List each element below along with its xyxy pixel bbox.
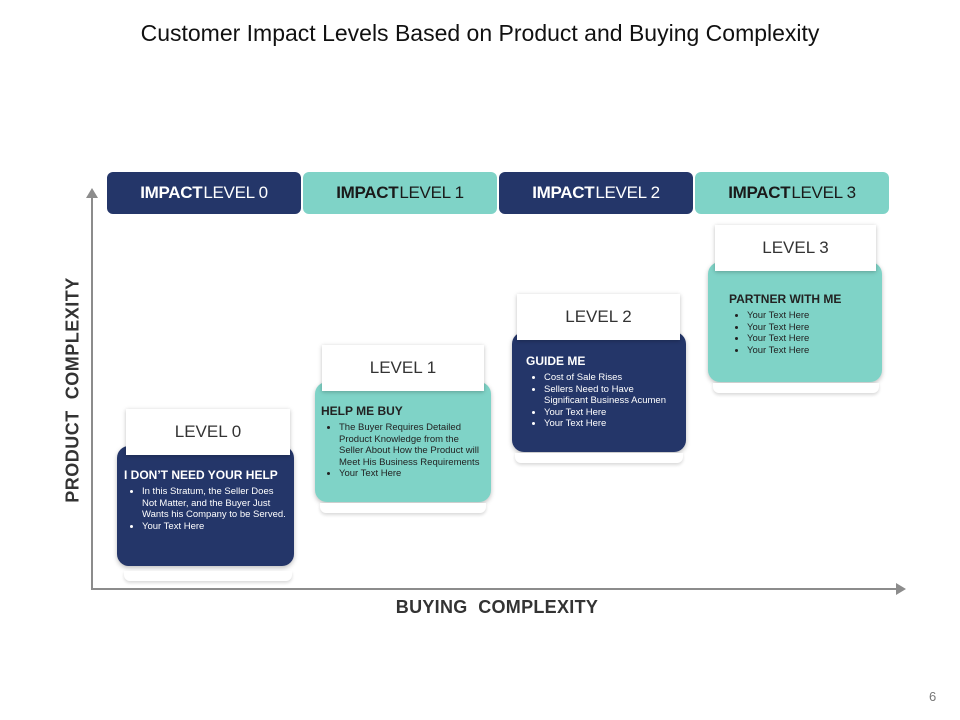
level-1-tab: LEVEL 1 (322, 345, 484, 391)
level-1-bullet-list: The Buyer Requires Detailed Product Know… (321, 422, 483, 480)
level-1-heading: HELP ME BUY (321, 404, 403, 418)
level-0-heading: I DON’T NEED YOUR HELP (124, 468, 278, 482)
level-2-card: GUIDE ME Cost of Sale Rises Sellers Need… (512, 332, 686, 452)
level-2-bullet-list: Cost of Sale Rises Sellers Need to Have … (526, 372, 678, 430)
level-3-heading: PARTNER WITH ME (729, 292, 842, 306)
level-0-label: LEVEL 0 (174, 422, 242, 441)
level-3-bullet: Your Text Here (747, 345, 874, 357)
level-2-bullet: Cost of Sale Rises (544, 372, 678, 384)
x-axis-label: BUYING COMPLEXITY (395, 597, 599, 617)
impact-level-0-number: LEVEL 0 (203, 183, 268, 202)
level-0-bullet-list: In this Stratum, the Seller Does Not Mat… (124, 486, 286, 532)
level-1-bullet: Your Text Here (339, 468, 483, 480)
x-axis-arrowhead (896, 583, 906, 595)
impact-level-0-bold: IMPACT (140, 183, 203, 202)
level-0-bullet: In this Stratum, the Seller Does Not Mat… (142, 486, 286, 521)
impact-level-1-bold: IMPACT (336, 183, 399, 202)
level-3-base (713, 383, 879, 393)
x-axis-line (91, 588, 897, 590)
level-3-label: LEVEL 3 (762, 238, 829, 257)
level-1-card: HELP ME BUY The Buyer Requires Detailed … (315, 382, 491, 502)
level-0-card: I DON’T NEED YOUR HELP In this Stratum, … (117, 446, 294, 566)
slide-title: Customer Impact Levels Based on Product … (140, 20, 820, 46)
impact-level-0-bar: IMPACT LEVEL 0 (107, 172, 301, 214)
impact-level-1-bar: IMPACT LEVEL 1 (303, 172, 497, 214)
page-number: 6 (929, 689, 937, 704)
level-2-base (515, 453, 683, 463)
impact-level-2-bar: IMPACT LEVEL 2 (499, 172, 693, 214)
impact-level-2-number: LEVEL 2 (595, 183, 660, 202)
level-2-tab: LEVEL 2 (517, 294, 680, 340)
level-2-bullet: Your Text Here (544, 407, 678, 419)
level-3-bullet-list: Your Text Here Your Text Here Your Text … (729, 310, 874, 356)
y-axis-line (91, 196, 93, 590)
level-0-base (124, 571, 292, 581)
level-3-bullet: Your Text Here (747, 333, 874, 345)
impact-level-3-bar: IMPACT LEVEL 3 (695, 172, 889, 214)
y-axis-arrowhead (86, 188, 98, 198)
level-1-base (320, 503, 486, 513)
impact-level-3-number: LEVEL 3 (791, 183, 856, 202)
level-0-tab: LEVEL 0 (126, 409, 290, 455)
level-3-card: PARTNER WITH ME Your Text Here Your Text… (708, 262, 882, 382)
level-2-heading: GUIDE ME (526, 354, 586, 368)
level-2-label: LEVEL 2 (565, 307, 632, 326)
level-2-bullet: Sellers Need to Have Significant Busines… (544, 384, 678, 407)
level-1-bullet: The Buyer Requires Detailed Product Know… (339, 422, 483, 468)
impact-level-3-bold: IMPACT (728, 183, 791, 202)
y-axis-label: PRODUCT COMPLEXITY (62, 277, 83, 503)
impact-level-2-bold: IMPACT (532, 183, 595, 202)
level-3-tab: LEVEL 3 (715, 225, 876, 271)
level-3-bullet: Your Text Here (747, 310, 874, 322)
impact-level-1-number: LEVEL 1 (399, 183, 464, 202)
level-1-label: LEVEL 1 (369, 358, 437, 377)
level-3-bullet: Your Text Here (747, 322, 874, 334)
level-2-bullet: Your Text Here (544, 418, 678, 430)
level-0-bullet: Your Text Here (142, 521, 286, 533)
